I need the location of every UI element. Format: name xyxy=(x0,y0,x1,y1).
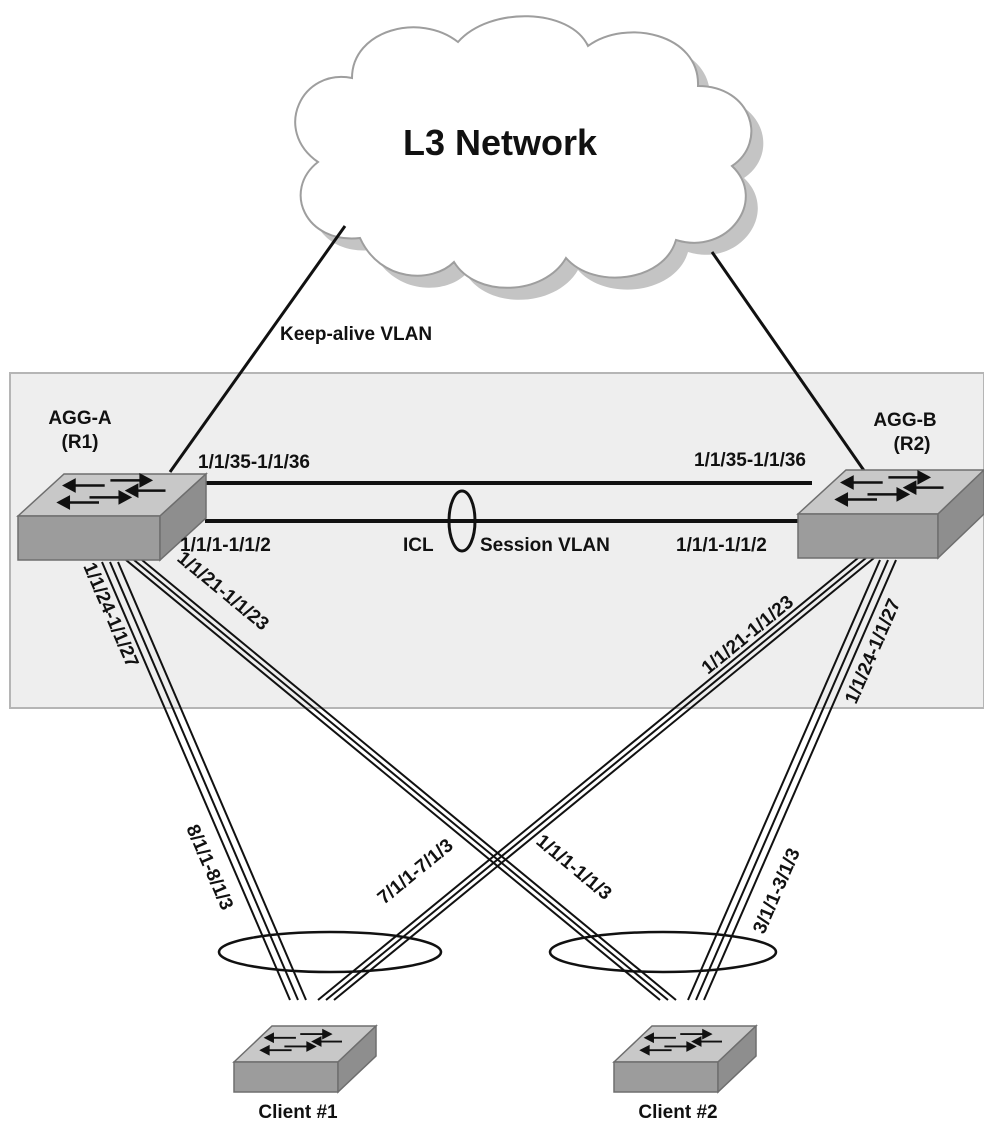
downlink-bundles xyxy=(101,557,897,1001)
agg-b-front xyxy=(797,513,939,559)
agg-b-name: AGG-B xyxy=(873,410,936,431)
session-vlan-label: Session VLAN xyxy=(480,535,610,556)
client1-switch xyxy=(232,1024,378,1094)
client1-front xyxy=(233,1061,339,1093)
agg-a-name: AGG-A xyxy=(48,408,112,429)
client2-front xyxy=(613,1061,719,1093)
agg-a-switch xyxy=(16,472,208,562)
bundle-b-client2 xyxy=(687,559,897,1001)
client2-port-from-a: 1/1/1-1/1/3 xyxy=(532,831,615,905)
bundle-b-client1 xyxy=(317,557,875,1001)
client1-port-from-a: 8/1/1-8/1/3 xyxy=(181,822,236,914)
cloud-body xyxy=(294,15,753,289)
agg-b-port-icl: 1/1/1-1/1/2 xyxy=(676,535,767,556)
client2-side xyxy=(717,1024,757,1094)
client1-side xyxy=(337,1024,377,1094)
agg-a-front xyxy=(17,515,161,561)
keepalive-link-b xyxy=(710,251,867,473)
client1-port-from-b: 7/1/1-7/1/3 xyxy=(374,835,458,909)
agg-a-port-top: 1/1/35-1/1/36 xyxy=(198,452,310,473)
agg-b-switch xyxy=(796,468,984,560)
client2-lag-ellipse xyxy=(548,930,778,974)
bundle-a-client2 xyxy=(125,559,677,1001)
client2-switch xyxy=(612,1024,758,1094)
agg-b-role: (R2) xyxy=(894,434,931,455)
keepalive-label: Keep-alive VLAN xyxy=(280,324,432,345)
agg-a-role: (R1) xyxy=(62,432,99,453)
bundle-a-client1 xyxy=(101,561,307,1001)
keepalive-link-a xyxy=(168,225,347,473)
client1-name: Client #1 xyxy=(258,1102,338,1123)
cloud-label: L3 Network xyxy=(403,122,598,163)
agg-b-side xyxy=(937,468,984,560)
icl-lag-ellipse xyxy=(447,489,477,553)
client1-lag-ellipse xyxy=(217,930,443,974)
icl-label: ICL xyxy=(403,535,434,556)
agg-a-port-icl: 1/1/1-1/1/2 xyxy=(180,535,271,556)
agg-a-side xyxy=(159,472,207,562)
l3-network-cloud: L3 Network xyxy=(294,15,764,300)
agg-b-port-top: 1/1/35-1/1/36 xyxy=(694,450,806,471)
client2-name: Client #2 xyxy=(638,1102,717,1123)
